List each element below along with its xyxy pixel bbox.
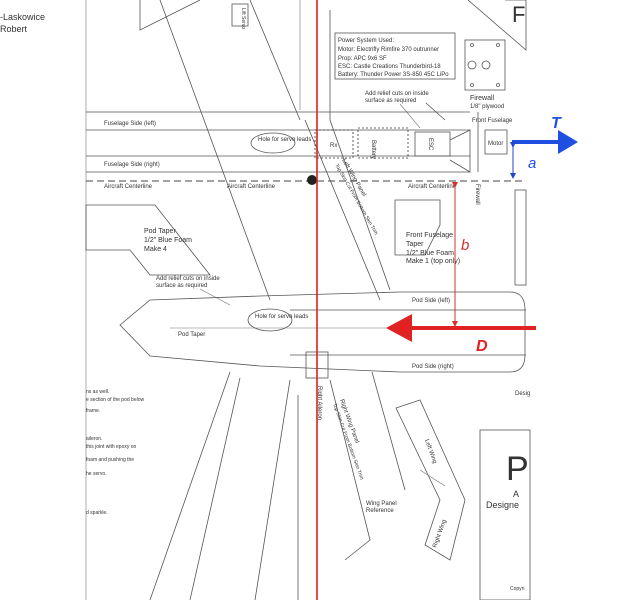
right-wing-edge-1 [254,379,291,600]
drag-arrow-head [386,314,412,342]
note-3: frame. [86,408,100,414]
firewall-bolt-3 [470,83,474,87]
left-wing-root-edge [329,10,391,291]
firewall-hole-1 [467,60,477,70]
dimension-a-label: a [528,155,536,172]
motor-box [484,129,508,155]
wing-ref-label-2: Reference [366,508,394,514]
dimension-b-label: b [461,237,469,254]
title-copyright: Copyri [510,586,524,592]
firewall-sublabel: 1/8" plywood [470,104,504,110]
left-wing-tip-outline [139,0,201,31]
firewall-hole-2 [481,60,491,70]
top-right-triangle [467,0,527,51]
firewall-square [464,39,506,91]
rx-box [314,129,354,159]
author-line-1: -Laskowice [0,12,45,22]
servo-hole-ellipse-bottom [247,308,293,332]
power-title: Power System Used: [338,38,394,44]
lift-servo-box [231,3,249,27]
author-line-2: Robert [0,24,28,34]
title-a: A [513,489,519,499]
front-fus-taper-label-1: Front Fuselage [406,232,453,239]
centerline-label-1: Aircraft Centerline [104,184,153,190]
desig-text: Desig [515,391,530,397]
front-fuselage-top-edge [425,102,446,121]
centerline-label-3: Aircraft Centerline [408,184,457,190]
pod-taper-block-label-2: 1/2" Blue Foam [144,237,192,244]
note-8: d sparkle. [86,510,108,516]
esc-box [414,131,451,157]
right-wing-edge-3 [149,371,231,600]
front-fus-taper-label-3: 1/2" Blue Foam [406,250,454,257]
pod-side-left-label: Pod Side (left) [412,298,450,304]
battery-label: Battery [370,140,376,159]
wing-ref-divider [419,469,446,487]
cg-marker [307,175,317,185]
front-fus-taper-label-4: Make 1 (top only) [406,258,460,265]
top-right-letter: F [512,2,525,27]
relief-leader-top [399,103,421,129]
note-6: foam and pushing the [86,457,134,463]
relief-note-mid-1: Add relief cuts on inside [156,276,220,282]
pod-side-right-label: Pod Side (right) [412,364,454,370]
pod-taper-block-label-3: Make 4 [144,246,167,253]
pod-taper-label: Pod Taper [178,332,205,338]
right-side-strip [514,189,527,286]
lift-servo-label: Lift Servo [240,8,246,29]
power-esc: ESC: Castle Creations Thunderbird-18 [338,64,441,70]
fuselage-side-right-label: Fuselage Side (right) [104,162,160,168]
relief-note-top-1: Add relief cuts on inside [365,91,429,97]
note-1: ns as well. [86,389,109,395]
left-wing-leading-edge-upper [249,0,301,121]
power-prop: Prop: APC 9x6 SF [338,56,387,62]
servo-hole-bottom-label: Hole for servo leads [255,314,308,320]
firewall-bolt-4 [496,83,500,87]
servo-hole-top-label: Hole for servo leads [258,137,311,143]
pod-taper-block-label: Pod Taper [144,228,176,235]
rx-label: Rx [330,143,337,149]
thrust-label: T [551,115,562,132]
title-block [479,429,531,600]
relief-note-mid-2: surface as required [156,283,207,289]
esc-label: ESC [427,138,433,151]
right-wing-edge-2 [189,377,241,600]
firewall-label: Firewall [470,95,495,102]
relief-note-top-2: surface as required [365,98,416,104]
front-fus-taper-label-2: Taper [406,241,424,248]
note-2: e section of the pod below [86,397,144,403]
right-wing-root [329,379,371,561]
power-system-box [334,32,456,80]
firewall-vertical-label: Firewall [474,184,480,205]
wing-panel-reference-shape [395,399,466,561]
title-designed: Designe [486,500,519,510]
right-wing-panel-edge [371,371,406,491]
relief-leader-mid [199,288,231,306]
power-battery: Battery: Thunder Power 3S-850 45C LiPo [338,72,449,78]
pod-taper-block [85,204,211,276]
thrust-arrow-head [558,130,578,154]
front-fuselage-label: Front Fuselage [472,118,513,124]
left-wing-trailing-edge [159,0,271,301]
front-fuselage-taper-block [394,199,441,256]
power-motor: Motor: Electrifly Rimfire 370 outrunner [338,47,439,53]
right-aileron-label: Right Aileron [316,386,322,420]
motor-label: Motor [488,141,503,147]
note-4: aileron. [86,436,102,442]
pod-outline [119,291,526,373]
battery-box [357,127,409,159]
firewall-bolt-2 [496,43,500,47]
centerline-label-2: Aircraft Centerline [227,184,276,190]
firewall-bolt-1 [470,43,474,47]
nose-taper [449,129,471,173]
wing-ref-label-1: Wing Panel [366,501,397,507]
drag-label: D [476,338,488,355]
note-7: he servo. [86,471,107,477]
note-5: this joint with epoxy on [86,444,137,450]
title-big-letter: P [506,450,529,488]
fuselage-side-left-label: Fuselage Side (left) [104,121,156,127]
servo-hole-ellipse-top [250,132,296,154]
